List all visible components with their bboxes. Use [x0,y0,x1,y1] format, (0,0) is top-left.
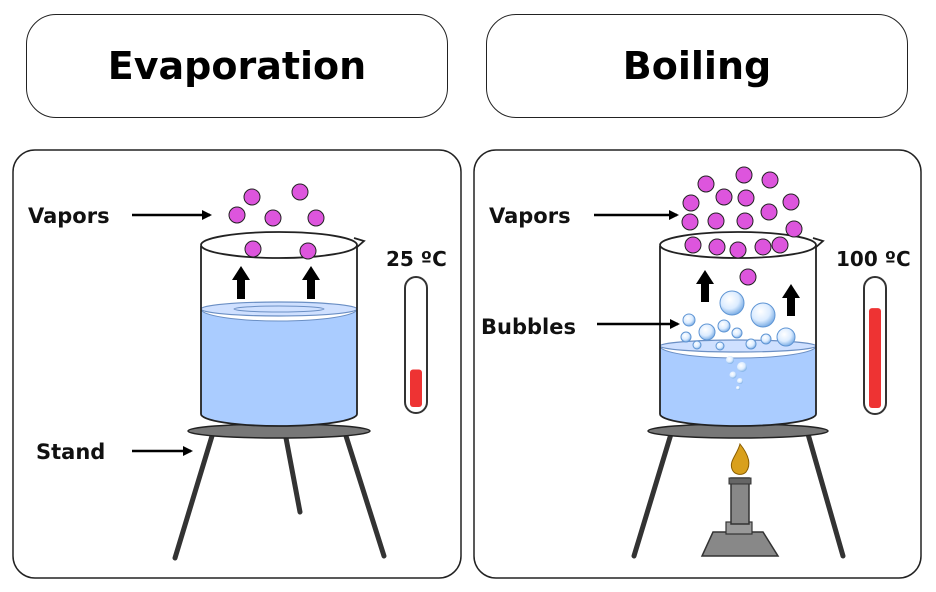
evaporation-temperature-label: 25 ºC [386,247,447,271]
evaporation-vapor-particles [228,183,325,260]
boiling-panel: Vapors Bubbles 100 ºC [473,149,922,579]
vapors-label-boiling: Vapors [489,204,571,228]
evaporation-beaker [200,231,366,427]
boiling-stand [631,423,846,559]
boiling-vapor-particles [681,166,803,286]
evaporation-thermometer-fluid [410,369,422,407]
boiling-up-arrows [696,270,800,316]
evaporation-thermometer [404,276,428,414]
evaporation-title-box: Evaporation [26,14,448,118]
burner [700,477,780,557]
stand-label: Stand [36,440,105,464]
bubbles-label: Bubbles [481,315,576,339]
boiling-thermometer-fluid [869,308,881,408]
evaporation-title: Evaporation [107,44,367,88]
boiling-title: Boiling [622,44,772,88]
flame-icon [730,442,750,475]
boiling-thermometer [863,276,887,415]
evaporation-panel: Vapors Stand 25 ºC [12,149,462,579]
bubbles [680,290,796,390]
evaporation-up-arrows [232,266,320,299]
boiling-title-box: Boiling [486,14,908,118]
vapors-label-evaporation: Vapors [28,204,110,228]
boiling-temperature-label: 100 ºC [836,247,911,271]
